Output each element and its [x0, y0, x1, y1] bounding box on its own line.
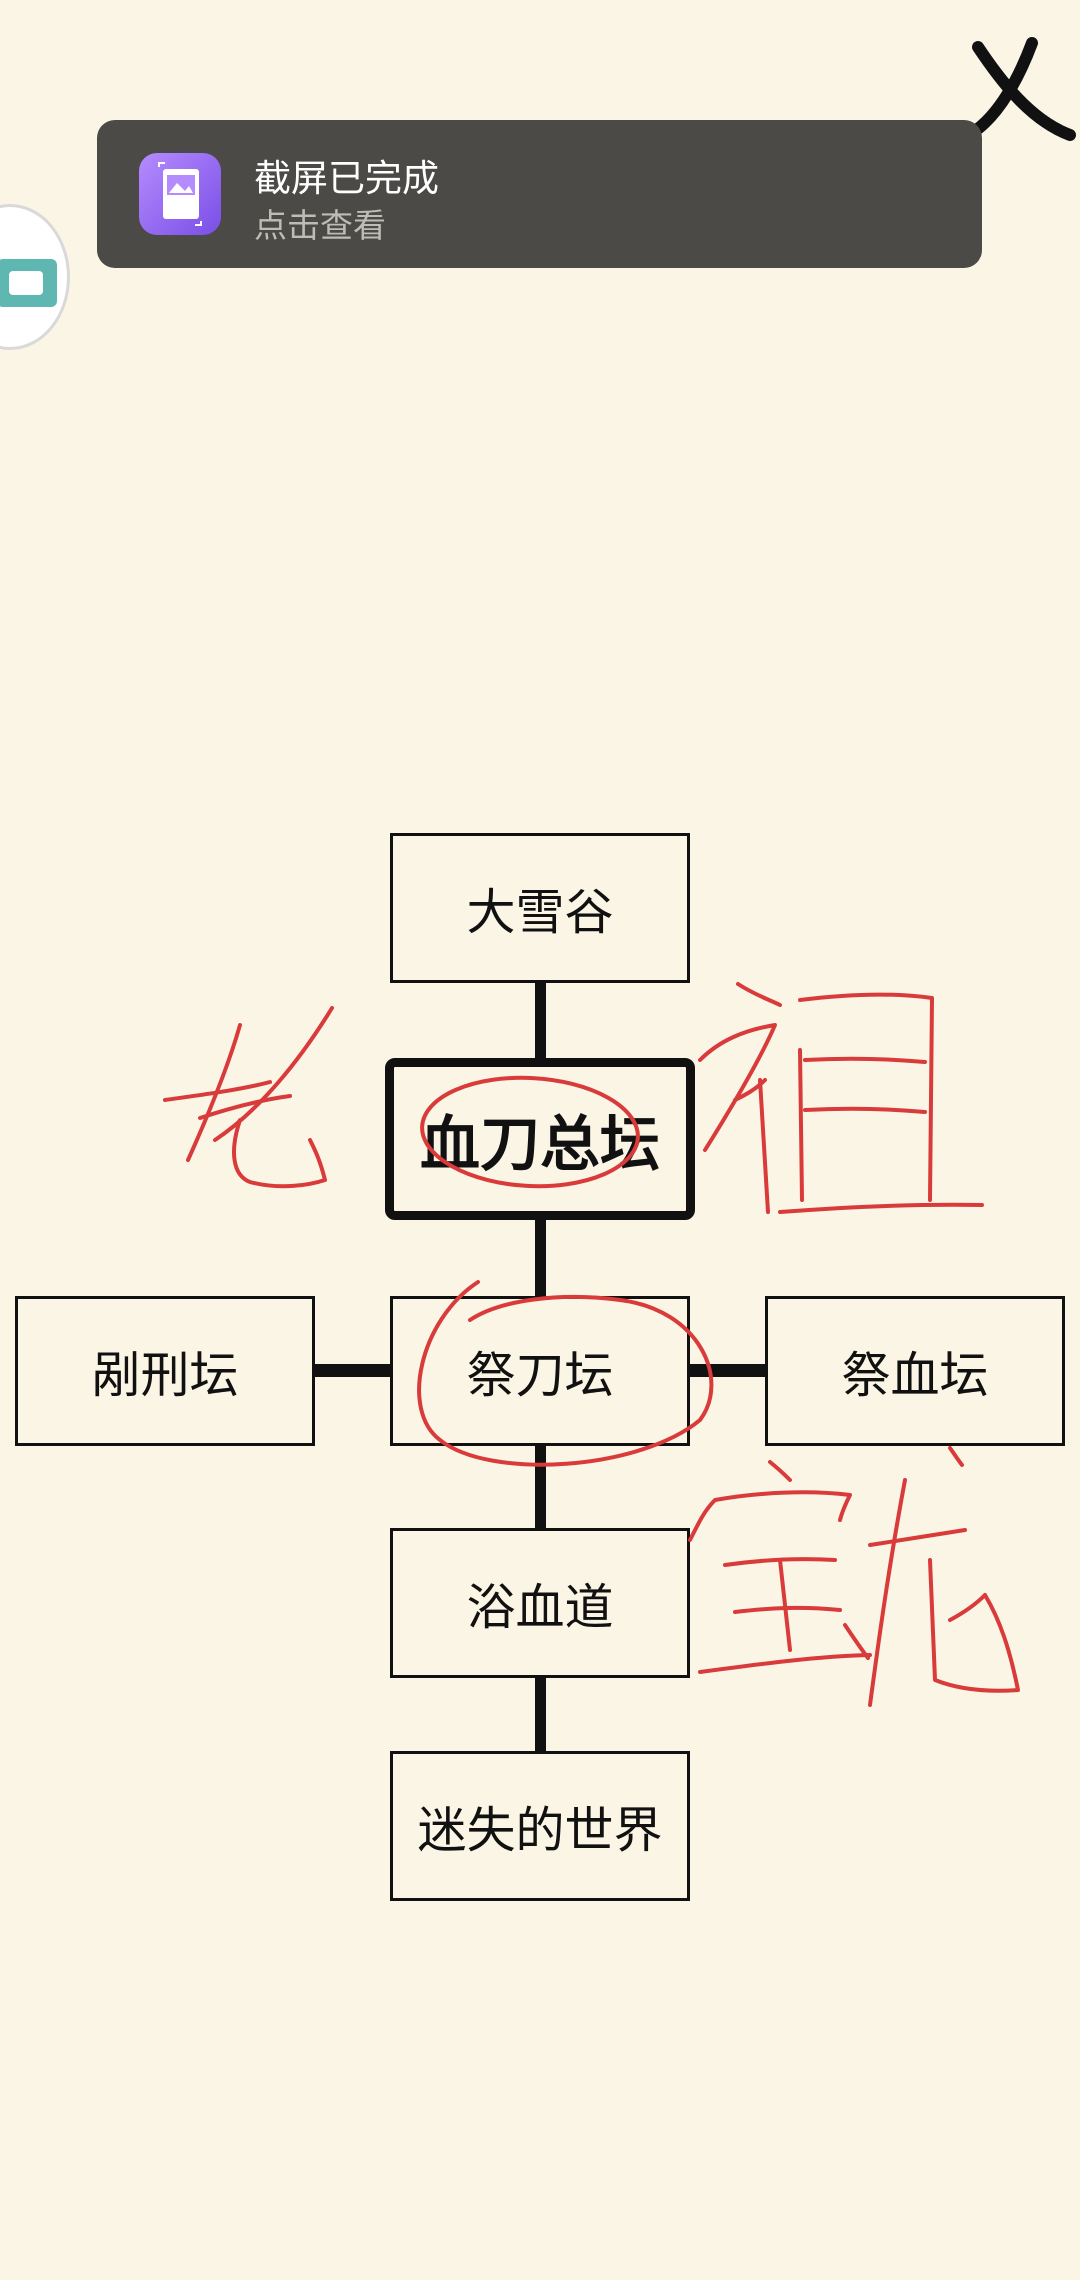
- connector-middle-south: [535, 1445, 546, 1530]
- connector-west-middle: [313, 1364, 391, 1377]
- connector-center-middle: [535, 1218, 546, 1298]
- notification-subtitle: 点击查看: [254, 206, 386, 245]
- map-node-west[interactable]: 剐刑坛: [15, 1296, 315, 1446]
- map-node-east[interactable]: 祭血坛: [765, 1296, 1065, 1446]
- connector-south-farsouth: [535, 1676, 546, 1753]
- handwritten-zu: [698, 982, 984, 1214]
- map-node-north[interactable]: 大雪谷: [390, 833, 690, 983]
- notification-title: 截屏已完成: [254, 157, 439, 200]
- map-node-middle[interactable]: 祭刀坛: [390, 1296, 690, 1446]
- handwritten-baolong: [688, 1446, 1020, 1707]
- close-x-icon[interactable]: [960, 35, 1080, 155]
- connector-north-center: [535, 980, 546, 1060]
- screenshot-app-icon: [139, 153, 221, 235]
- map-node-far-south[interactable]: 迷失的世界: [390, 1751, 690, 1901]
- connector-middle-east: [689, 1364, 767, 1377]
- floating-app-badge[interactable]: [0, 204, 70, 350]
- map-node-south[interactable]: 浴血道: [390, 1528, 690, 1678]
- badge-teal-shape: [0, 259, 57, 307]
- handwritten-lao: [163, 1006, 334, 1189]
- screenshot-notification[interactable]: 截屏已完成 点击查看: [97, 120, 982, 268]
- map-node-center[interactable]: 血刀总坛: [385, 1058, 695, 1220]
